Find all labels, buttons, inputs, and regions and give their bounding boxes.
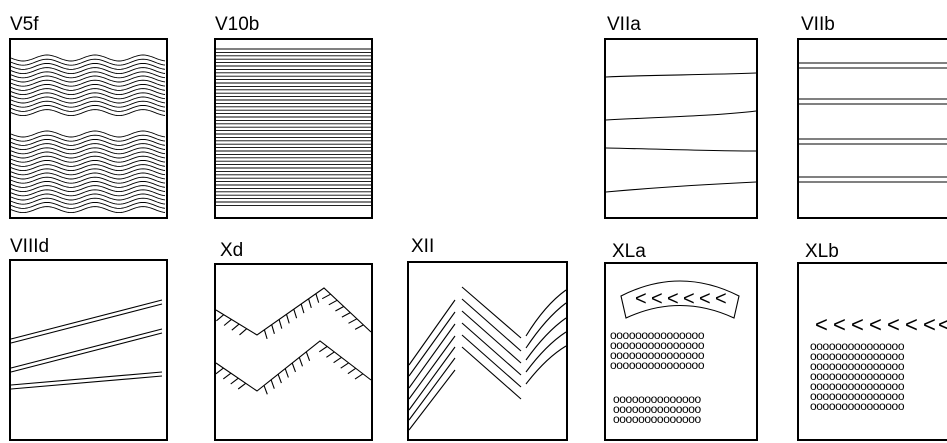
svg-text:<: < bbox=[833, 312, 846, 337]
panel-xla: XLa <<<<<< ooooooooooooooooooooooooooooo… bbox=[605, 241, 757, 440]
svg-text:<: < bbox=[887, 312, 900, 337]
panel-v10b: V10b bbox=[215, 14, 372, 218]
panel-frame-viib bbox=[798, 39, 947, 218]
svg-text:<: < bbox=[667, 288, 679, 310]
panel-viia: VIIa bbox=[605, 14, 757, 218]
svg-text:<: < bbox=[683, 288, 695, 310]
panel-xii: XII bbox=[408, 236, 567, 440]
panel-frame-viia bbox=[605, 39, 757, 218]
panel-label-xd: Xd bbox=[220, 240, 243, 261]
panel-viib: VIIb bbox=[798, 14, 947, 218]
svg-text:<: < bbox=[635, 288, 647, 310]
svg-text:oooooooooooooo: oooooooooooooo bbox=[613, 412, 702, 426]
chevron-marks: <<<<<< bbox=[635, 288, 727, 310]
panel-label-viib: VIIb bbox=[801, 14, 835, 35]
panel-frame-viiid bbox=[10, 260, 167, 440]
parallel-horizontal-lines bbox=[216, 49, 371, 205]
panel-label-xlb: XLb bbox=[805, 241, 839, 262]
svg-text:<: < bbox=[923, 312, 936, 337]
double-lines bbox=[799, 63, 947, 182]
svg-text:<: < bbox=[815, 312, 828, 337]
irregular-lines bbox=[606, 73, 756, 192]
panel-viiid: VIIId bbox=[10, 236, 167, 440]
panel-v5f: V5f bbox=[10, 14, 167, 218]
panel-label-xla: XLa bbox=[612, 241, 646, 262]
svg-text:<: < bbox=[715, 288, 727, 310]
panel-xlb: XLb <<<<<<<< ooooooooooooooooooooooooooo… bbox=[798, 241, 947, 440]
svg-text:<: < bbox=[905, 312, 918, 337]
svg-text:ooooooooooooooo: ooooooooooooooo bbox=[610, 358, 705, 372]
svg-text:<: < bbox=[699, 288, 711, 310]
panel-label-v5f: V5f bbox=[10, 14, 39, 35]
ticked-zigzag-lines bbox=[216, 288, 371, 394]
circle-rows: oooooooooooooooooooooooooooooooooooooooo… bbox=[610, 328, 705, 426]
wavy-lines bbox=[11, 55, 165, 213]
inclined-double-lines bbox=[11, 300, 162, 389]
circle-rows: oooooooooooooooooooooooooooooooooooooooo… bbox=[810, 339, 905, 413]
chevron-marks: <<<<<<<< bbox=[815, 312, 947, 337]
panel-label-viiid: VIIId bbox=[10, 236, 49, 257]
panel-xd: Xd bbox=[215, 240, 372, 440]
svg-text:<: < bbox=[869, 312, 882, 337]
chevron-fold-lines bbox=[409, 287, 566, 430]
panel-label-viia: VIIa bbox=[607, 14, 641, 35]
svg-text:<: < bbox=[851, 312, 864, 337]
panel-frame-xd bbox=[215, 264, 372, 440]
panel-label-xii: XII bbox=[411, 236, 434, 257]
panel-label-v10b: V10b bbox=[215, 14, 259, 35]
svg-text:ooooooooooooooo: ooooooooooooooo bbox=[810, 399, 905, 413]
svg-text:<: < bbox=[938, 312, 947, 337]
svg-text:<: < bbox=[651, 288, 663, 310]
